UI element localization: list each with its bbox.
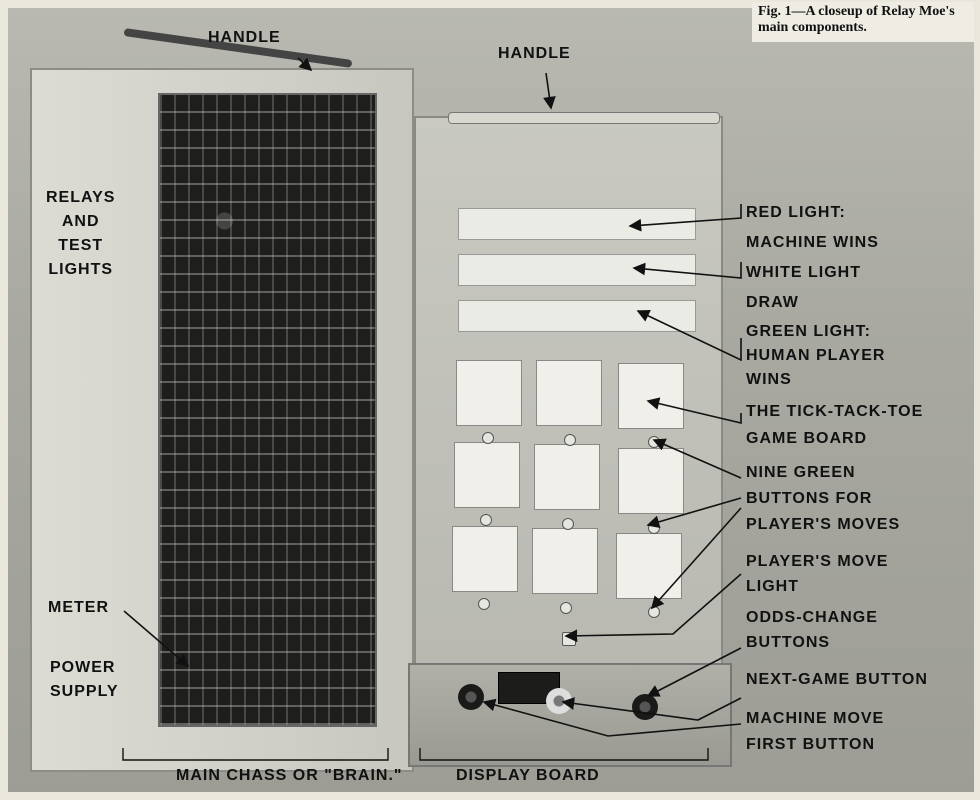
board-cell [532,528,598,594]
label-line: THE TICK-TACK-TOE [746,403,924,420]
label-handle-right: HANDLE [498,45,571,62]
green-button [560,602,572,614]
label-line: BUTTONS [746,634,831,651]
label-relays-line: LIGHTS [48,261,114,278]
label-machine-move: MACHINE MOVE FIRST BUTTON [746,706,884,758]
label-relays-line: TEST [58,237,104,254]
board-cell [534,444,600,510]
board-cell [454,442,520,508]
relay-wiring [158,93,377,727]
board-cell [456,360,522,426]
label-line: HUMAN PLAYER [746,347,886,364]
label-white-light: WHITE LIGHT DRAW [746,258,861,318]
label-line: PLAYER'S MOVES [746,516,901,533]
label-line: MACHINE MOVE [746,710,885,727]
board-cell [616,533,682,599]
figure-caption: Fig. 1—A closeup of Relay Moe's main com… [752,2,974,42]
label-line: GAME BOARD [746,430,868,447]
label-green-light: GREEN LIGHT: HUMAN PLAYER WINS [746,320,885,392]
green-button [480,514,492,526]
label-line: WHITE LIGHT [746,264,861,281]
label-display-board: DISPLAY BOARD [456,767,600,784]
green-button [562,518,574,530]
label-line: NINE GREEN [746,464,856,481]
label-red-light: RED LIGHT: MACHINE WINS [746,198,879,258]
label-green-buttons: NINE GREEN BUTTONS FOR PLAYER'S MOVES [746,460,900,538]
photograph: HANDLE HANDLE RELAYS AND TEST LIGHTS MET… [8,8,974,792]
label-line: FIRST BUTTON [746,736,876,753]
label-handle-left: HANDLE [208,29,281,46]
board-cell [536,360,602,426]
label-relays-line: AND [61,213,100,230]
board-cell [618,448,684,514]
green-button [478,598,490,610]
label-line: ODDS-CHANGE [746,609,878,626]
label-power-supply: POWER SUPPLY [50,656,119,704]
right-handle [448,112,720,124]
green-button [482,432,494,444]
label-power-line: POWER [50,659,116,676]
label-line: RED LIGHT: [746,204,846,221]
label-line: LIGHT [746,578,799,595]
machine-move-first-button [458,684,484,710]
label-power-line: SUPPLY [50,683,119,700]
label-line: DRAW [746,294,799,311]
label-line: BUTTONS FOR [746,490,873,507]
callout-arrows [122,57,742,761]
label-line: MACHINE WINS [746,234,879,251]
label-main-chassis: MAIN CHASS OR "BRAIN." [176,767,403,784]
board-cell [452,526,518,592]
white-light-strip [458,254,696,286]
next-game-button [632,694,658,720]
label-line: PLAYER'S MOVE [746,553,889,570]
label-next-game: NEXT-GAME BUTTON [746,671,928,688]
label-players-move-light: PLAYER'S MOVE LIGHT [746,549,888,599]
green-button [564,434,576,446]
green-light-strip [458,300,696,332]
label-relays: RELAYS AND TEST LIGHTS [46,186,115,282]
label-line: GREEN LIGHT: [746,323,871,340]
board-cell [618,363,684,429]
label-line: WINS [746,371,792,388]
label-relays-line: RELAYS [46,189,116,206]
label-meter: METER [48,599,109,616]
label-game-board: THE TICK-TACK-TOE GAME BOARD [746,398,923,452]
label-odds-change: ODDS-CHANGE BUTTONS [746,605,878,655]
